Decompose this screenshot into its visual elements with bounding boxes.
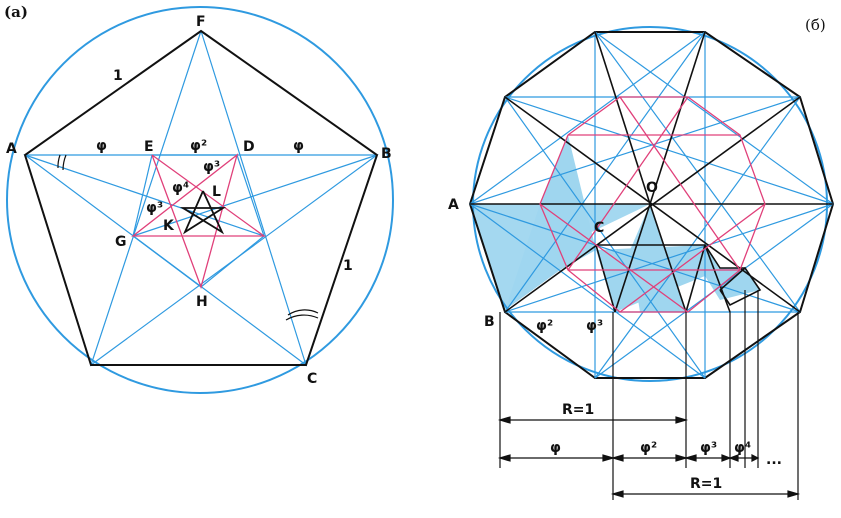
- point-G: G: [115, 234, 127, 250]
- dim-r1-bottom: R=1: [690, 476, 722, 492]
- panel-b-label: (б): [805, 16, 826, 34]
- dim-ellipsis: ...: [766, 452, 782, 468]
- angle-arc-c2: [287, 309, 319, 316]
- helper-line-1: [24, 154, 265, 237]
- decagram-lines: [469, 31, 834, 379]
- segment-phi2: φ²: [190, 138, 207, 154]
- dimension-arrows: [497, 416, 801, 498]
- magenta-lines: [539, 96, 766, 313]
- dim-phi4: φ⁴: [734, 440, 751, 456]
- point-C: C: [307, 371, 317, 387]
- segment-b-phi2: φ²: [536, 318, 553, 334]
- point-A: A: [6, 141, 17, 157]
- panel-a: (a) F A B C D E G H K L 1 1 φ φ² φ φ: [4, 3, 394, 394]
- dim-phi3: φ³: [700, 440, 717, 456]
- dim-r1-top: R=1: [562, 402, 594, 418]
- outer-pentagon: [23, 29, 379, 366]
- segment-one-right: 1: [343, 258, 353, 274]
- circumcircle-a: [6, 6, 394, 394]
- shade-5: [630, 204, 686, 312]
- panel-a-label: (a): [4, 3, 28, 21]
- point-C-b: C: [594, 220, 604, 236]
- point-B: B: [381, 146, 392, 162]
- dim-phi: φ: [550, 440, 561, 456]
- black-inner-lines: [470, 31, 833, 313]
- point-B-b: B: [484, 314, 495, 330]
- panel-b: (б): [448, 16, 835, 500]
- point-L: L: [212, 184, 221, 200]
- point-E: E: [144, 139, 154, 155]
- point-F: F: [196, 14, 206, 30]
- point-O: O: [646, 180, 658, 196]
- angle-arc-a2: [62, 154, 67, 171]
- segment-b-phi3: φ³: [586, 318, 603, 334]
- segment-phi3-a: φ³: [203, 159, 220, 175]
- point-H: H: [196, 294, 208, 310]
- point-A-b: A: [448, 197, 459, 213]
- segment-phi4: φ⁴: [172, 180, 189, 196]
- angle-arc-a: [57, 154, 61, 169]
- segment-phi-right: φ: [293, 138, 304, 154]
- angle-arc-c: [285, 314, 319, 321]
- segment-phi3-b: φ³: [146, 200, 163, 216]
- helper-line-2: [132, 154, 378, 237]
- black-small-star: [179, 190, 227, 235]
- magenta-star: [131, 153, 267, 290]
- pentagram-diagonals: [23, 30, 379, 367]
- dim-phi2: φ²: [640, 440, 657, 456]
- segment-phi-left: φ: [96, 138, 107, 154]
- segment-one-top: 1: [113, 68, 123, 84]
- extension-lines: [499, 290, 799, 500]
- point-K: K: [163, 218, 175, 234]
- inner-pentagon: [132, 154, 265, 288]
- point-D: D: [243, 139, 255, 155]
